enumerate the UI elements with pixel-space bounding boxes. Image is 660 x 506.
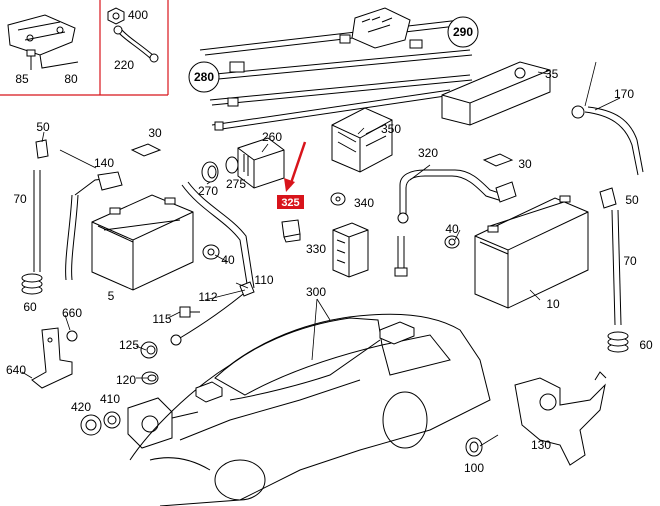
callout-330: 330 — [306, 242, 326, 256]
module-260 — [237, 137, 285, 189]
car-cable-300 — [229, 339, 381, 401]
bushing-420 — [80, 414, 102, 436]
callout-100: 100 — [464, 461, 484, 475]
callout-130: 130 — [531, 438, 551, 452]
circled-callout-280 — [188, 61, 220, 93]
callout-40-right: 40 — [445, 222, 459, 236]
callout-260: 260 — [262, 130, 282, 144]
callout-50-left: 50 — [36, 120, 50, 134]
callout-60-left: 60 — [23, 300, 37, 314]
cable-70-right — [611, 209, 622, 326]
callout-60-right: 60 — [639, 338, 653, 352]
callout-660: 660 — [62, 306, 82, 320]
battery-5 — [91, 194, 194, 291]
terminal-50-left — [35, 139, 49, 159]
inset-frames — [0, 0, 169, 96]
callout-120: 120 — [116, 373, 136, 387]
relay-325 — [281, 219, 301, 243]
battery-10 — [474, 195, 589, 309]
callout-70-right: 70 — [623, 254, 637, 268]
cable-110 — [170, 181, 255, 346]
callout-40-left: 40 — [221, 253, 235, 267]
highlight-label-box — [277, 195, 304, 209]
highlight-label: 325 — [281, 197, 299, 209]
fuse-box-top — [351, 7, 411, 49]
leader-lines — [21, 61, 621, 447]
washer-340 — [330, 192, 346, 206]
plug-275 — [225, 156, 239, 174]
bracket-640 — [31, 327, 73, 389]
pad-30-left — [130, 143, 162, 157]
grommet-60-right — [607, 331, 629, 353]
bushing-410 — [103, 411, 121, 429]
callout-640: 640 — [6, 363, 26, 377]
nut-40-right — [444, 235, 460, 249]
terminal-50-right — [599, 187, 617, 209]
callout-115: 115 — [152, 312, 171, 326]
callout-220: 220 — [114, 58, 134, 72]
plug-270 — [201, 161, 219, 183]
cable-140 — [65, 171, 123, 281]
callout-420: 420 — [71, 400, 91, 414]
grommet-100 — [465, 437, 483, 457]
fuse-block-350 — [331, 107, 393, 173]
highlight-arrow — [284, 141, 307, 192]
callout-125: 125 — [119, 338, 139, 352]
callout-110: 110 — [254, 273, 273, 287]
grommet-60-left — [21, 273, 43, 295]
car-battery-location — [195, 321, 415, 403]
nut-40-left — [202, 244, 220, 260]
callout-30-right: 30 — [518, 157, 532, 171]
callout-320: 320 — [418, 146, 438, 160]
callout-50-right: 50 — [625, 193, 639, 207]
bolt-85 — [26, 49, 36, 70]
circled-callout-290 — [447, 16, 479, 48]
callout-410: 410 — [100, 392, 120, 406]
bolt-330 — [394, 236, 408, 277]
callout-80: 80 — [64, 72, 78, 86]
bolt-115 — [179, 306, 200, 318]
fuse-330 — [332, 222, 369, 278]
bracket-80 — [7, 14, 79, 69]
callout-112: 112 — [198, 290, 217, 304]
clip-112 — [239, 281, 255, 297]
callout-35: 35 — [545, 67, 559, 81]
callout-5: 5 — [108, 289, 115, 303]
callout-275: 275 — [226, 177, 246, 191]
cable-320 — [397, 169, 517, 224]
pad-30-right — [482, 153, 514, 167]
starter-130 — [514, 371, 607, 466]
car-outline — [129, 313, 491, 506]
callout-400: 400 — [128, 8, 148, 22]
nut-400 — [107, 7, 125, 25]
cable-70-left — [33, 170, 41, 272]
clip-660 — [66, 330, 78, 342]
alternator — [127, 397, 199, 449]
cover-35 — [441, 61, 551, 126]
callout-280: 280 — [194, 70, 214, 84]
callout-300: 300 — [306, 285, 326, 299]
callout-140: 140 — [94, 156, 114, 170]
callout-10: 10 — [546, 297, 560, 311]
callout-340: 340 — [354, 196, 374, 210]
callout-290: 290 — [453, 25, 473, 39]
callout-270: 270 — [198, 184, 218, 198]
battery-cable-170 — [571, 105, 644, 176]
ground-strap-220 — [113, 25, 159, 63]
callout-85: 85 — [15, 72, 29, 86]
cable-280-290 — [199, 19, 473, 131]
callout-70-left: 70 — [13, 192, 27, 206]
callout-350: 350 — [381, 122, 401, 136]
callout-170: 170 — [614, 87, 634, 101]
callout-30-left: 30 — [148, 126, 162, 140]
grommet-125 — [140, 341, 158, 359]
